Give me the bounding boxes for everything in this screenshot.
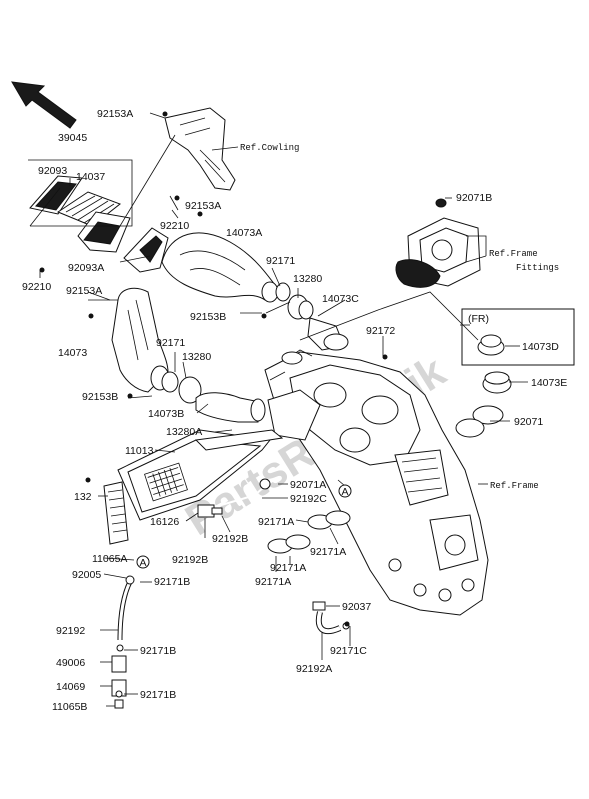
ref-frame-label: Ref.Frame [490, 481, 539, 491]
fastener-dots [39, 111, 388, 627]
callout-a-circle-left [136, 555, 150, 569]
label-14073a: 14073A [226, 227, 262, 239]
label-92171a-4: 92171A [255, 576, 291, 588]
label-39045: 39045 [58, 132, 87, 144]
label-14073c: 14073C [322, 293, 359, 305]
label-92171b-1: 92171B [154, 576, 190, 588]
label-13280-mid: 13280 [182, 351, 211, 363]
label-92192c: 92192C [290, 493, 327, 505]
part-14037-intake-grille [29, 175, 131, 253]
label-92153a-top: 92153A [97, 108, 133, 120]
main-frame-air-cleaner [264, 349, 489, 616]
label-14073b: 14073B [148, 408, 184, 420]
label-92192: 92192 [56, 625, 85, 637]
ref-cowling-label: Ref.Cowling [240, 143, 299, 153]
label-92093a: 92093A [68, 262, 104, 274]
cowling-bracket [164, 107, 239, 191]
label-92153b-top: 92153B [190, 311, 226, 323]
part-132-element [103, 481, 129, 545]
label-16126: 16126 [150, 516, 179, 528]
label-14073d: 14073D [522, 341, 559, 353]
label-92192a: 92192A [296, 663, 332, 675]
label-14073: 14073 [58, 347, 87, 359]
clamps-92171a [267, 510, 351, 554]
label-92071: 92071 [514, 416, 543, 428]
label-14069: 14069 [56, 681, 85, 693]
label-92153a-mid: 92153A [185, 200, 221, 212]
part-14073c-intake-tube [307, 317, 349, 351]
label-92171-top: 92171 [266, 255, 295, 267]
label-92171a-3: 92171A [270, 562, 306, 574]
label-92171b-3: 92171B [140, 689, 176, 701]
leader-lines [28, 112, 528, 707]
ref-frame-fittings-label-line2: Fittings [516, 263, 559, 273]
label-92210-left: 92210 [22, 281, 51, 293]
label-13280-top: 13280 [293, 273, 322, 285]
fr-inset-tag: (FR) [468, 313, 489, 325]
label-49006: 49006 [56, 657, 85, 669]
label-92037: 92037 [342, 601, 371, 613]
part-14073e-and-92071-rings [455, 371, 512, 438]
label-92171a-1: 92171A [258, 516, 294, 528]
label-11065a: 11065A [92, 553, 127, 565]
label-92210-right: 92210 [160, 220, 189, 232]
drain-hose-assembly [111, 575, 135, 709]
part-16126-fitting-and-hoses [197, 478, 271, 518]
label-92171b-2: 92171B [140, 645, 176, 657]
label-11013: 11013 [125, 445, 154, 457]
front-direction-arrow-icon [11, 81, 77, 129]
callout-a-markers: A A [136, 484, 352, 569]
part-92093a-funnel [123, 227, 169, 273]
part-air-box-cover [395, 198, 481, 288]
label-92192b: 92192B [212, 533, 248, 545]
label-92172: 92172 [366, 325, 395, 337]
label-92171a-2: 92171A [310, 546, 346, 558]
label-132: 132 [74, 491, 92, 503]
callout-a-circle-right [338, 484, 352, 498]
label-14037: 14037 [76, 171, 105, 183]
part-14073a-intake-duct [161, 232, 279, 303]
label-13280a: 13280A [166, 426, 202, 438]
label-92093: 92093 [38, 165, 67, 177]
label-92171-mid: 92171 [156, 337, 185, 349]
label-92192b-left: 92192B [172, 554, 208, 566]
label-92071a: 92071A [290, 479, 326, 491]
label-92071b: 92071B [456, 192, 492, 204]
label-11065b: 11065B [52, 701, 87, 713]
label-14073e: 14073E [531, 377, 567, 389]
callout-a-letter-right: A [342, 486, 349, 498]
fr-inset-box [461, 308, 575, 366]
part-14073b-intake-duct [195, 392, 266, 423]
part-11013-air-filter [117, 429, 284, 521]
label-92171c: 92171C [330, 645, 367, 657]
callout-a-letter-left: A [140, 557, 147, 569]
label-92005: 92005 [72, 569, 101, 581]
ref-frame-fittings-label-line1: Ref.Frame [489, 249, 538, 259]
clamp-rings [161, 282, 314, 404]
label-92153b-mid: 92153B [82, 391, 118, 403]
label-92153a-left: 92153A [66, 285, 102, 297]
